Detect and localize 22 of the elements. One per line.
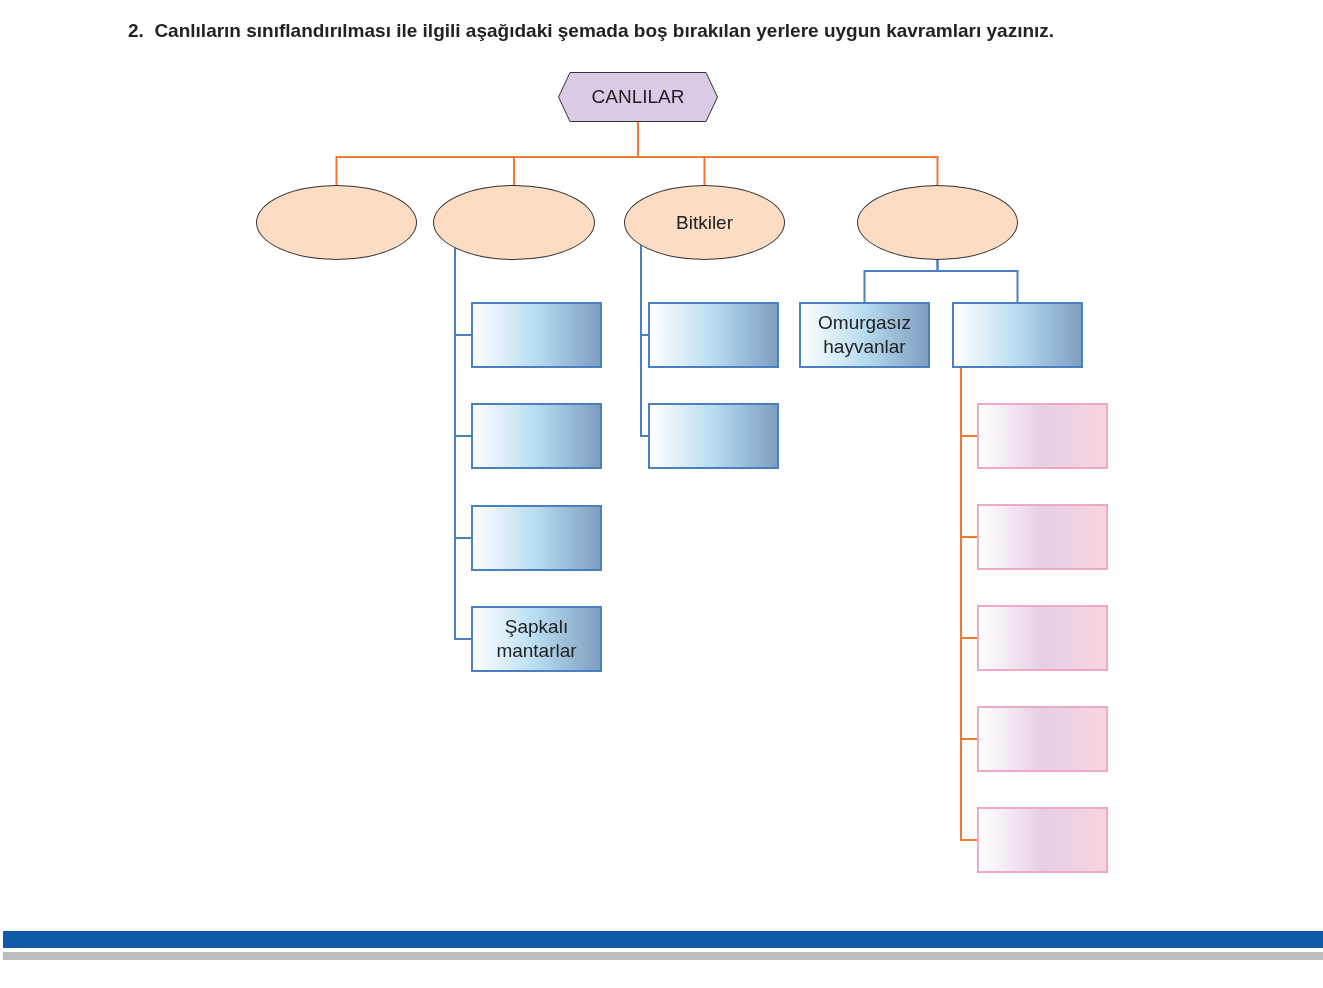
concept-box [799, 302, 930, 368]
concept-box [471, 606, 602, 672]
empty-box [471, 505, 602, 571]
connector-line [936, 259, 1019, 303]
empty-box [648, 403, 779, 469]
empty-box [952, 302, 1083, 368]
node-label: Omurgasız hayvanlar [817, 311, 912, 359]
question-title: 2. Canlıların sınıflandırılması ile ilgili aşağıdaki şemada boş bırakılan yerlere uygun kavramları yazınız. [128, 19, 1055, 43]
connector-line [637, 121, 939, 186]
empty-box [977, 807, 1108, 873]
empty-box [648, 302, 779, 368]
empty-box [977, 706, 1108, 772]
connector-line [640, 244, 649, 437]
node-label: Bitkiler [675, 210, 734, 235]
empty-box [977, 605, 1108, 671]
empty-box [977, 504, 1108, 570]
node-label: CANLILAR [590, 85, 686, 109]
node-label: Şapkalı mantarlar [495, 615, 578, 663]
empty-box [471, 403, 602, 469]
empty-box [471, 302, 602, 368]
root-hexagon [558, 72, 718, 122]
empty-box [977, 403, 1108, 469]
